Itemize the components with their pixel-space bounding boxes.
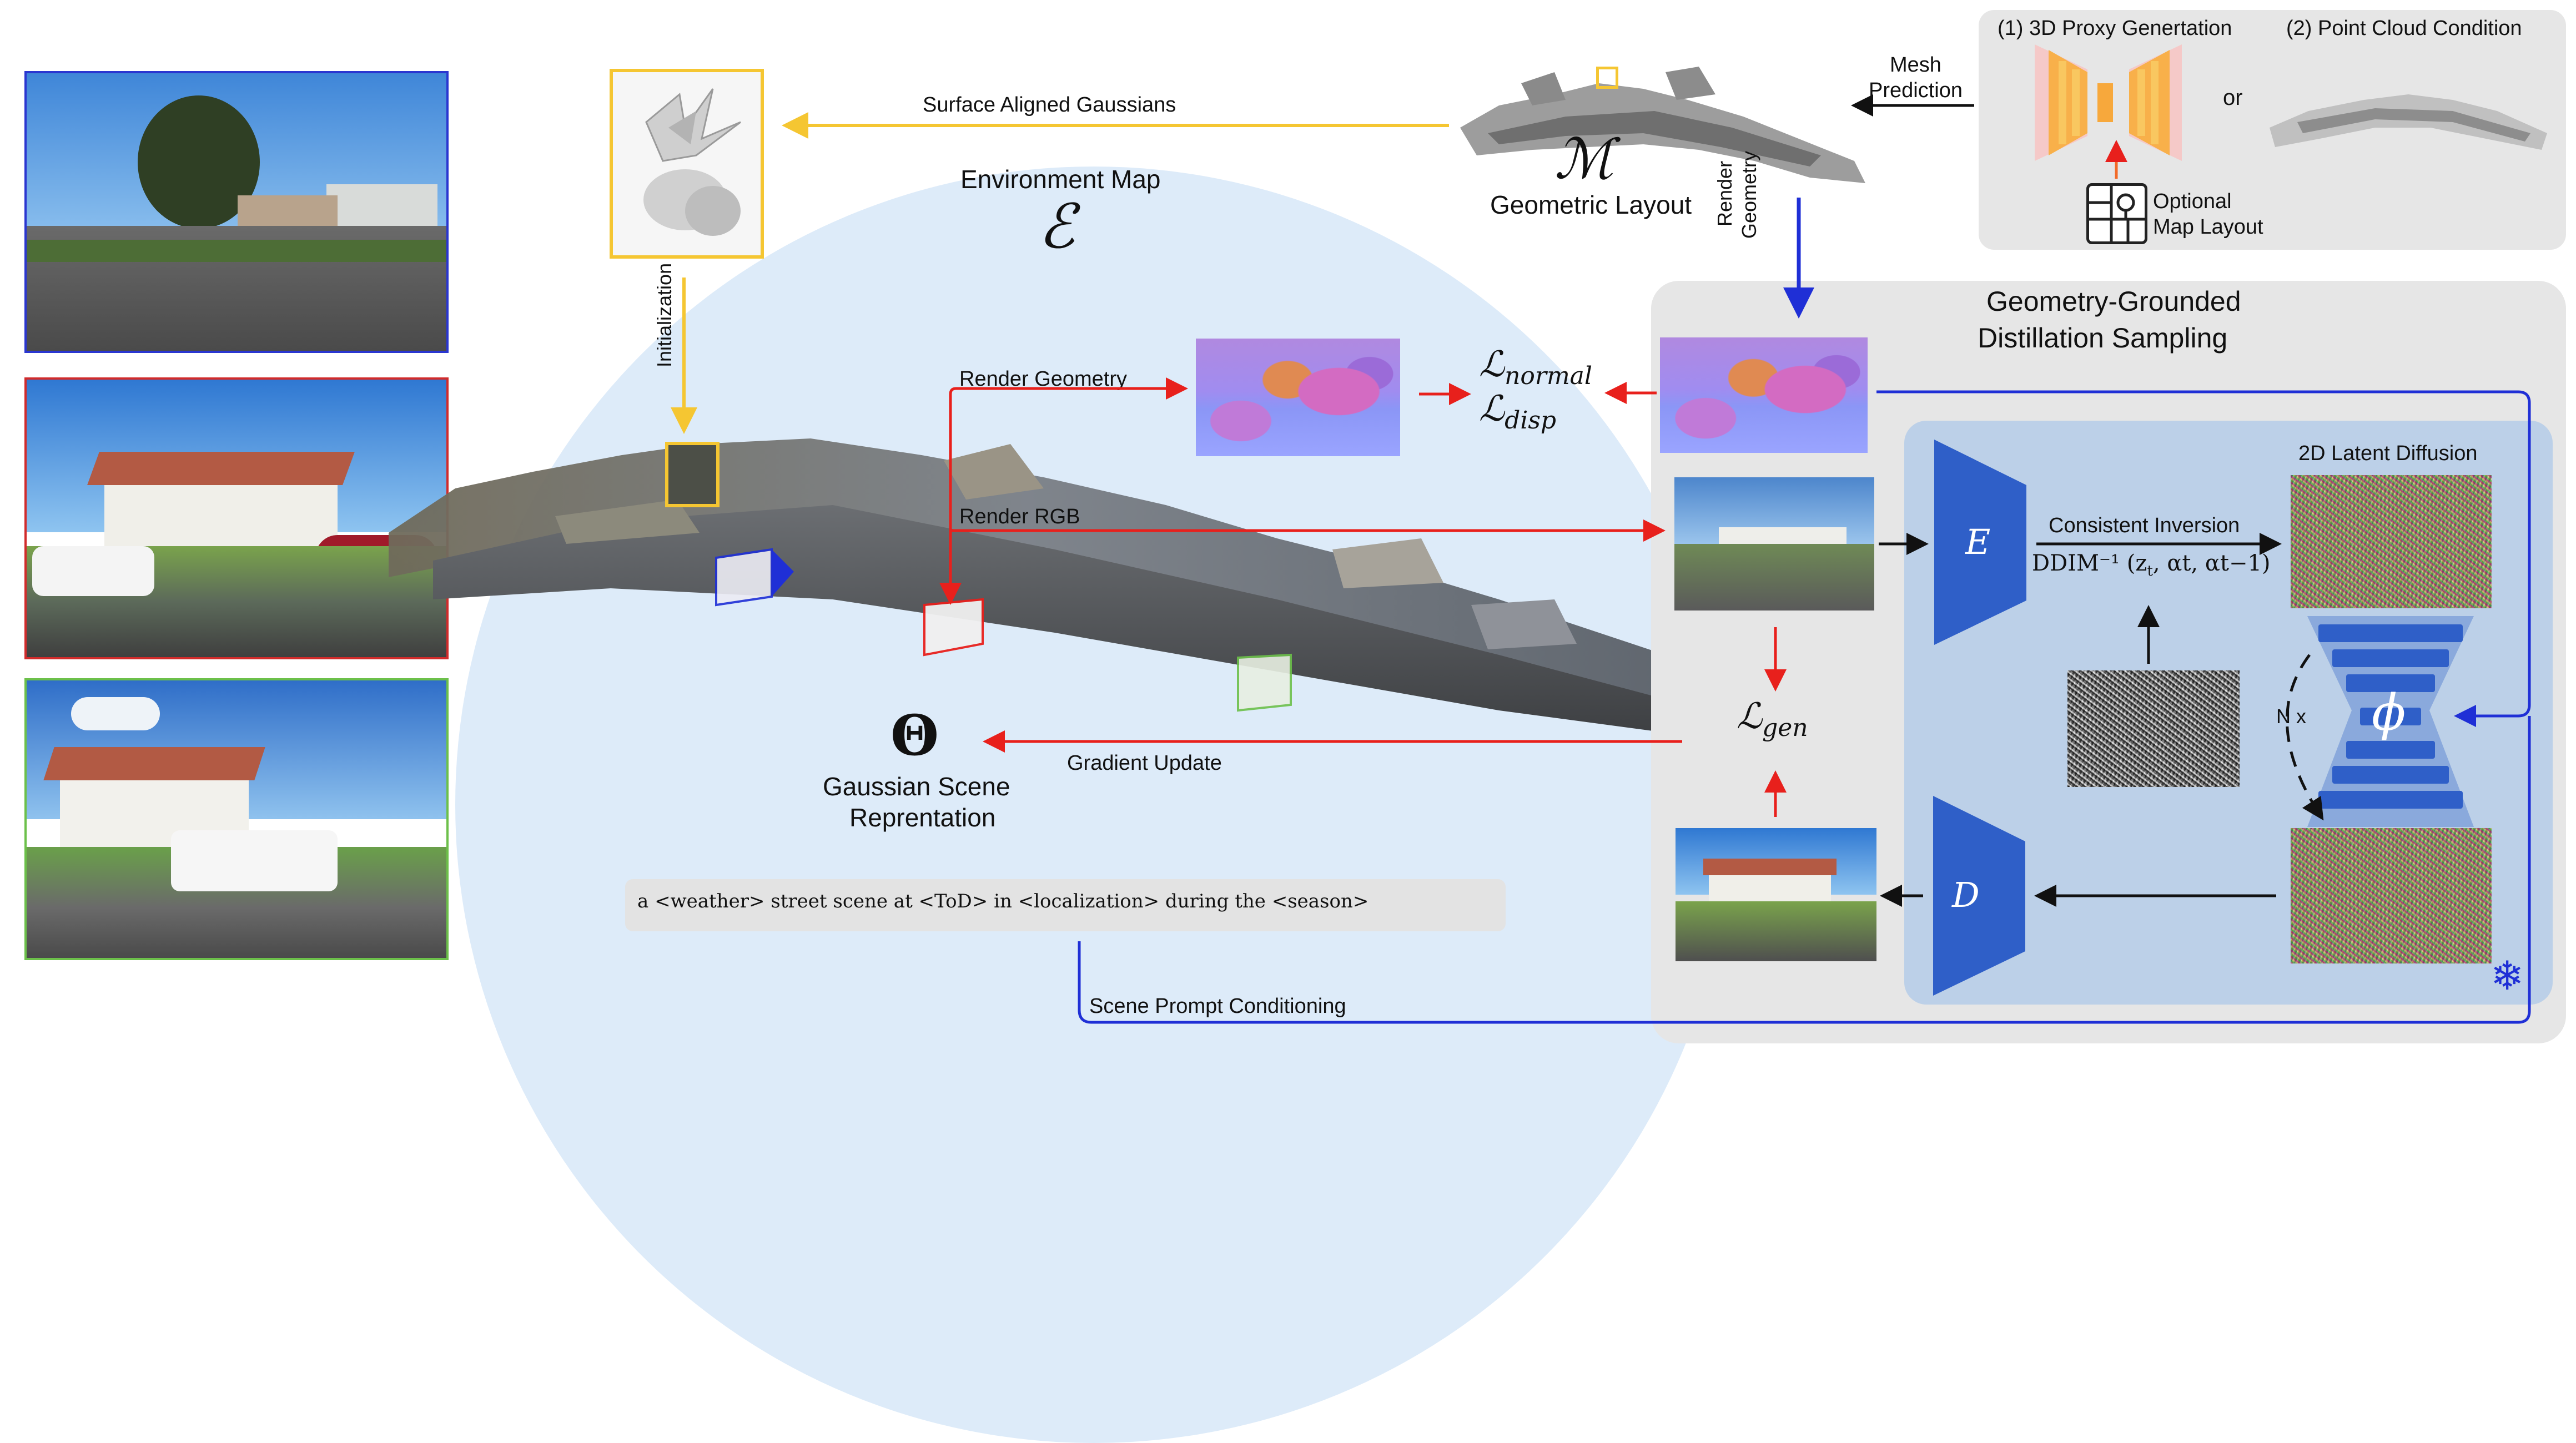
render-rgb-label: Render RGB (959, 505, 1080, 528)
mesh-prediction-label-2: Prediction (1869, 79, 1963, 102)
surface-aligned-gaussians-label: Surface Aligned Gaussians (923, 93, 1176, 117)
rendered-rgb-image (1674, 477, 1874, 610)
frozen-snowflake-icon: ❄ (2491, 954, 2524, 998)
geometric-layout-label: Geometric Layout (1490, 190, 1692, 219)
consistent-inversion-label: Consistent Inversion (2049, 514, 2240, 537)
inverted-latent-noise (2291, 475, 2492, 608)
loss-normal: ℒnormal (1479, 344, 1592, 390)
optional-map-layout-label-1: Optional (2153, 190, 2232, 213)
phi-label: ϕ (2372, 684, 2406, 742)
decoder-block (1933, 796, 2027, 998)
scene-prompt-box: a <weather> street scene at <ToD> in <lo… (625, 879, 1506, 931)
rendered-normal-map-center (1196, 339, 1400, 456)
input-photo-blue (24, 71, 449, 353)
surface-aligned-gaussians-box (610, 69, 764, 259)
geometric-layout-mesh (1455, 50, 1876, 197)
loss-gen: ℒgen (1737, 696, 1808, 742)
camera-frustum-green (1235, 652, 1307, 716)
geometric-layout-symbol: ℳ (1554, 127, 1614, 191)
scene-prompt-conditioning-label: Scene Prompt Conditioning (1089, 995, 1346, 1018)
decoder-label: D (1952, 875, 1980, 915)
point-cloud-condition-label: (2) Point Cloud Condition (2286, 17, 2522, 40)
ddim-text: DDIM⁻¹ (z (2032, 551, 2147, 576)
ddim-rest: , αt, αt−1) (2152, 551, 2271, 576)
ggds-title-line-1: Geometry-Grounded (1986, 286, 2241, 317)
loss-gen-symbol: ℒ (1737, 696, 1763, 737)
encoder-label: E (1965, 522, 1991, 562)
proxy-generation-label: (1) 3D Proxy Genertation (1998, 17, 2232, 40)
arrows-overlay (671, 94, 2531, 1024)
initialization-target-box (665, 442, 720, 507)
gaussian-noise-sample (2067, 670, 2240, 787)
or-label: or (2223, 85, 2243, 110)
gaussian-scene-label-2: Reprentation (849, 803, 996, 832)
render-geometry-label: Render Geometry (959, 367, 1128, 391)
loss-normal-subscript: normal (1505, 361, 1592, 390)
ggds-title-line-2: Distillation Sampling (1978, 322, 2228, 354)
loss-disp: ℒdisp (1479, 389, 1556, 435)
map-layout-icon (2086, 183, 2147, 244)
mesh-prediction-label-1: Mesh (1890, 53, 1941, 77)
encoder-block (1934, 440, 2029, 648)
loss-disp-symbol: ℒ (1479, 389, 1505, 430)
loss-normal-symbol: ℒ (1479, 344, 1505, 385)
camera-frustum-red (919, 597, 991, 660)
input-photo-green (24, 678, 449, 960)
latent-diffusion-label: 2D Latent Diffusion (2298, 442, 2478, 465)
denoised-latent (2291, 828, 2492, 963)
environment-map-label: Environment Map (960, 165, 1161, 194)
ddim-inverse-expression: DDIM⁻¹ (zt, αt, αt−1) (2032, 551, 2271, 579)
loss-gen-subscript: gen (1762, 713, 1808, 742)
rendered-normal-map-right (1660, 337, 1868, 453)
proxy-generator-icon (2032, 39, 2187, 169)
ddim-subscript: t (2147, 563, 2153, 579)
camera-frustum-blue (713, 547, 797, 610)
nx-label: N x (2276, 705, 2306, 728)
gradient-update-label: Gradient Update (1067, 751, 1222, 775)
loss-disp-subscript: disp (1505, 406, 1557, 435)
theta-symbol: Θ (890, 703, 939, 768)
optional-map-layout-label-2: Map Layout (2153, 215, 2263, 239)
gaussian-scene-label-1: Gaussian Scene (823, 772, 1010, 801)
mesh-highlight-box (1596, 67, 1618, 89)
environment-map-symbol: ℰ (1038, 191, 1075, 262)
point-cloud-image (2264, 56, 2553, 169)
unet-phi (2307, 616, 2474, 830)
decoded-output-image (1676, 828, 1876, 961)
